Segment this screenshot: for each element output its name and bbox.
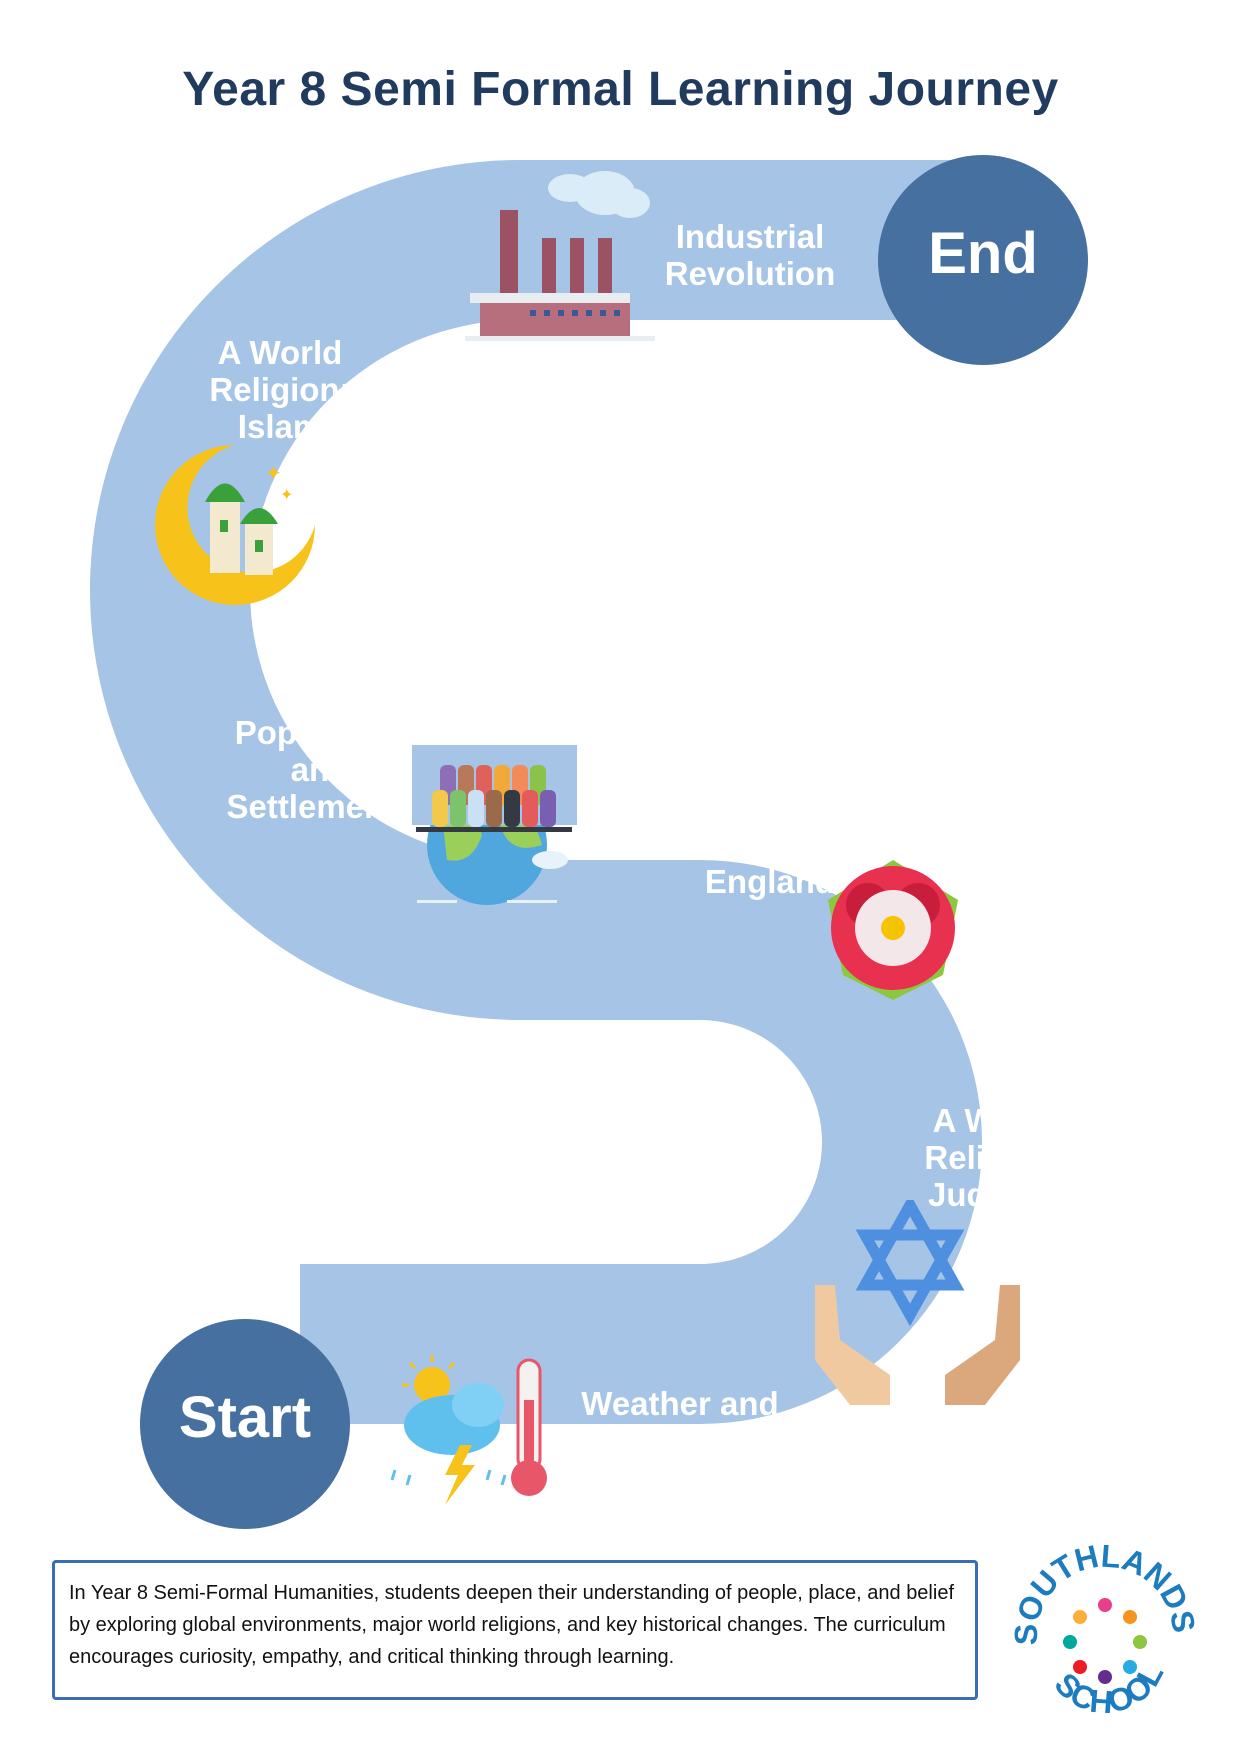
svg-text:SOUTHLANDS: SOUTHLANDS	[1010, 1545, 1200, 1645]
start-circle	[140, 1319, 350, 1529]
svg-text:✦: ✦	[280, 487, 293, 504]
tudor-rose-icon	[828, 860, 958, 1000]
globe-population-icon	[412, 745, 577, 905]
end-circle	[878, 155, 1088, 365]
svg-text:SCHOOL: SCHOOL	[1048, 1658, 1171, 1721]
start-label: Start	[178, 1385, 312, 1450]
svg-text:✦: ✦	[265, 463, 282, 485]
description-text: In Year 8 Semi-Formal Humanities, studen…	[69, 1582, 954, 1668]
southlands-school-logo: SOUTHLANDS SCHOOL	[1010, 1545, 1200, 1721]
weather-thermometer-icon	[390, 1355, 547, 1505]
crescent-mosque-icon: ✦ ✦	[155, 445, 315, 605]
page-title: Year 8 Semi Formal Learning Journey	[182, 63, 1059, 116]
star-of-david-hands-icon	[815, 1200, 1020, 1405]
description-box: In Year 8 Semi-Formal Humanities, studen…	[52, 1560, 978, 1700]
factory-icon	[465, 171, 655, 341]
end-label: End	[928, 221, 1038, 286]
